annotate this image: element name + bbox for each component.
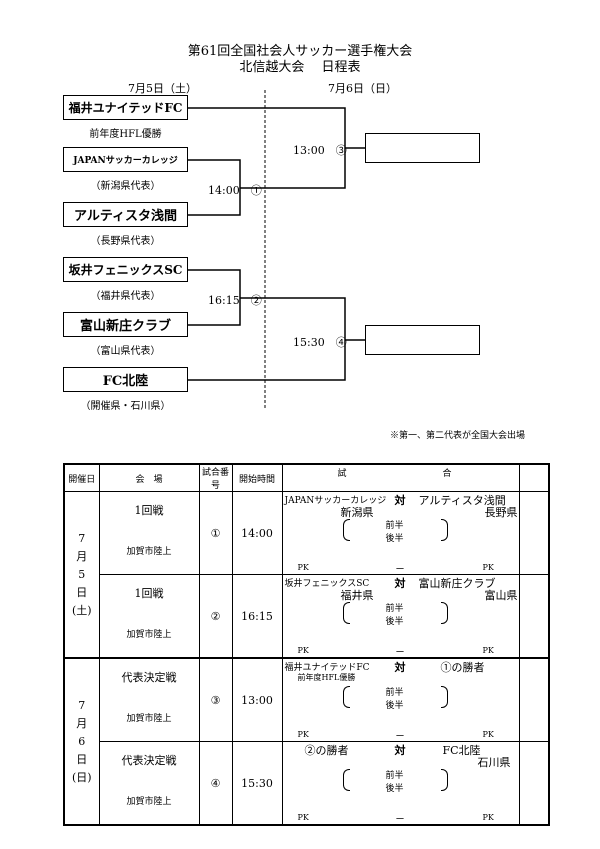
day1-label: 7月5日（土） (128, 82, 197, 95)
page-subtitle: 北信越大会 日程表 (239, 60, 361, 75)
match-cell: 福井ユナイテッドFC 前年度HFL優勝 対 ①の勝者 前半 後半 PK ー PK (281, 657, 520, 742)
match-number: ② (198, 574, 233, 659)
team-box-artista: アルティスタ浅間 (63, 202, 188, 227)
blank-cell (518, 741, 550, 826)
match-cell: ②の勝者 対 FC北陸 石川県 前半 後半 PK ー PK (281, 741, 520, 826)
blank-cell (518, 657, 550, 742)
match-cell: JAPANサッカーカレッジ 新潟県 対 アルティスタ浅間 長野県 前半 後半 P… (281, 491, 520, 575)
start-time: 15:30 (231, 741, 283, 826)
header-date: 開催日 (63, 463, 100, 492)
venue-cell: 代表決定戦加賀市陸上 (98, 741, 200, 826)
schedule-header-row: 開催日 会 場 試合番号 開始時間 試 合 (63, 463, 550, 492)
match-label-2: 16:15 ② (208, 294, 262, 307)
winner-slot-4 (365, 325, 480, 355)
header-match-no: 試合番号 (198, 463, 233, 492)
winner-slot-3 (365, 133, 480, 163)
match-number: ① (198, 491, 233, 575)
day2-label: 7月6日（日） (328, 82, 397, 95)
bracket-lines (188, 90, 365, 410)
table-row: 代表決定戦加賀市陸上 ④ 15:30 ②の勝者 対 FC北陸 石川県 前半 後半… (64, 741, 550, 826)
start-time: 13:00 (231, 657, 283, 742)
venue-cell: 1回戦加賀市陸上 (98, 574, 200, 659)
start-time: 16:15 (231, 574, 283, 659)
header-match: 試 合 (281, 463, 520, 492)
team-rep-fukui-united: 前年度HFL優勝 (89, 129, 162, 140)
team-rep-artista: （長野県代表） (90, 236, 161, 247)
blank-cell (518, 491, 550, 575)
match-label-3: 13:00 ③ (293, 144, 347, 157)
qualification-note: ※第一、第二代表が全国大会出場 (390, 431, 526, 441)
header-venue: 会 場 (98, 463, 200, 492)
match-label-4: 15:30 ④ (293, 336, 347, 349)
team-rep-fc-hokuriku: （開催県・石川県） (80, 401, 171, 412)
header-blank (518, 463, 550, 492)
match-cell: 坂井フェニックスSC 福井県 対 富山新庄クラブ 富山県 前半 後半 PK ー … (281, 574, 520, 659)
venue-cell: 代表決定戦加賀市陸上 (98, 657, 200, 742)
match-number: ④ (198, 741, 233, 826)
team-rep-toyama-shinjo: （富山県代表） (90, 346, 161, 357)
venue-cell: 1回戦加賀市陸上 (98, 491, 200, 575)
header-start-time: 開始時間 (231, 463, 283, 492)
team-box-fc-hokuriku: FC北陸 (63, 367, 188, 392)
match-label-1: 14:00 ① (208, 184, 262, 197)
team-box-toyama-shinjo: 富山新庄クラブ (63, 312, 188, 337)
team-box-fukui-united: 福井ユナイテッドFC (63, 95, 188, 120)
match-number: ③ (198, 657, 233, 742)
page-title: 第61回全国社会人サッカー選手権大会 (187, 44, 413, 59)
team-box-sakai-phoenix: 坂井フェニックスSC (63, 257, 188, 282)
blank-cell (518, 574, 550, 659)
table-row: 1回戦加賀市陸上 ② 16:15 坂井フェニックスSC 福井県 対 富山新庄クラ… (64, 574, 550, 659)
start-time: 14:00 (231, 491, 283, 575)
team-rep-japan-sc: （新潟県代表） (90, 181, 161, 192)
team-box-japan-sc: JAPANサッカーカレッジ (63, 147, 188, 172)
team-rep-sakai-phoenix: （福井県代表） (90, 291, 161, 302)
